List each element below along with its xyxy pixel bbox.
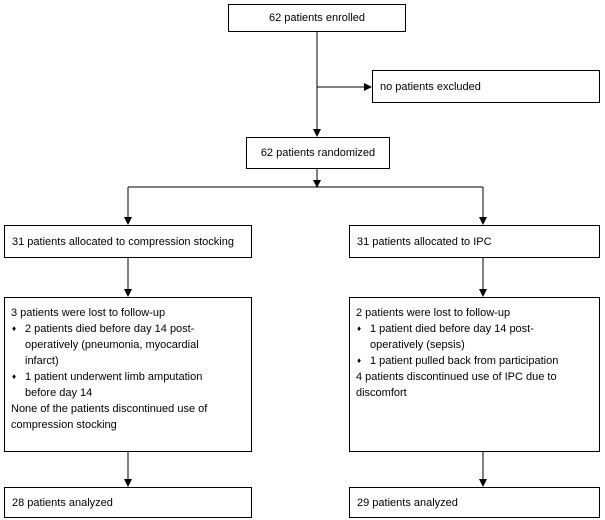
right-lost-heading: 2 patients were lost to follow-up — [356, 307, 511, 319]
right-bullet-text: 1 patient died before day 14 post- opera… — [370, 321, 593, 353]
left-allocation-label: 31 patients allocated to compression sto… — [12, 235, 234, 248]
diamond-bullet-icon: ♦ — [12, 324, 17, 333]
right-bullet-line: operatively (sepsis) — [370, 339, 465, 351]
right-analyzed-label: 29 patients analyzed — [357, 496, 458, 509]
right-analyzed-box: 29 patients analyzed — [349, 487, 600, 518]
left-bullet-line: operatively (pneumonia, myocardial — [25, 339, 199, 351]
left-note-line: None of the patients discontinued use of — [11, 403, 208, 415]
left-analyzed-box: 28 patients analyzed — [4, 487, 252, 518]
right-note-line: 4 patients discontinued use of IPC due t… — [356, 371, 557, 383]
randomized-label: 62 patients randomized — [260, 147, 376, 159]
right-followup-box: 2 patients were lost to follow-up ♦ 1 pa… — [349, 297, 600, 452]
right-bullet-line: 1 patient pulled back from participation — [370, 355, 559, 367]
left-followup-box: 3 patients were lost to follow-up ♦ 2 pa… — [4, 297, 252, 452]
right-bullet-item: ♦ 1 patient died before day 14 post- ope… — [356, 321, 593, 353]
diamond-bullet-icon: ♦ — [12, 372, 17, 381]
left-lost-heading: 3 patients were lost to follow-up — [11, 307, 166, 319]
left-bullet-line: infarct) — [25, 355, 59, 367]
right-bullet-item: ♦ 1 patient pulled back from participati… — [356, 353, 593, 369]
left-allocation-box: 31 patients allocated to compression sto… — [4, 225, 252, 258]
left-bullet-line: 1 patient underwent limb amputation — [25, 371, 203, 383]
left-note-line: compression stocking — [11, 419, 117, 431]
right-allocation-box: 31 patients allocated to IPC — [349, 225, 600, 258]
left-bullet-line: before day 14 — [25, 387, 93, 399]
left-bullet-line: 2 patients died before day 14 post- — [25, 323, 195, 335]
enrolled-box: 62 patients enrolled — [228, 4, 406, 32]
right-allocation-label: 31 patients allocated to IPC — [357, 235, 492, 248]
diamond-bullet-icon: ♦ — [357, 356, 362, 365]
diamond-bullet-icon: ♦ — [357, 324, 362, 333]
randomized-box: 62 patients randomized — [246, 137, 390, 169]
left-bullet-item: ♦ 1 patient underwent limb amputation be… — [11, 369, 245, 401]
excluded-box: no patients excluded — [372, 70, 600, 103]
left-bullet-text: 2 patients died before day 14 post- oper… — [25, 321, 245, 369]
left-bullet-item: ♦ 2 patients died before day 14 post- op… — [11, 321, 245, 369]
right-bullet-text: 1 patient pulled back from participation — [370, 353, 593, 369]
enrolled-label: 62 patients enrolled — [268, 12, 365, 24]
excluded-label: no patients excluded — [380, 80, 481, 93]
left-bullet-text: 1 patient underwent limb amputation befo… — [25, 369, 245, 401]
right-note-line: discomfort — [356, 387, 407, 399]
left-analyzed-label: 28 patients analyzed — [12, 496, 113, 509]
right-bullet-line: 1 patient died before day 14 post- — [370, 323, 534, 335]
